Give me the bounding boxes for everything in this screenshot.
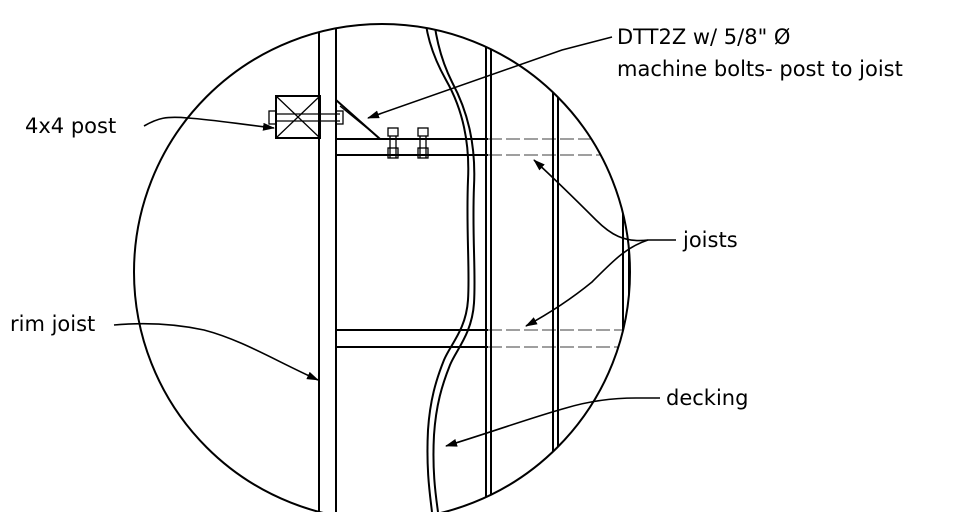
break-line-left	[423, 24, 470, 513]
post-x-2	[275, 95, 321, 139]
machine-bolt-1	[387, 127, 399, 159]
post-bolt-nut	[335, 110, 344, 125]
label-joists: joists	[682, 228, 738, 252]
detail-circle	[133, 23, 631, 517]
post-bolt-head	[268, 110, 277, 125]
machine-bolt-2	[417, 127, 429, 159]
break-line-right	[431, 24, 476, 513]
label-post: 4x4 post	[25, 114, 116, 138]
label-decking: decking	[666, 386, 748, 410]
framing-contents	[268, 24, 630, 513]
label-connector-line1: DTT2Z w/ 5/8" Ø	[617, 25, 790, 49]
leader-post	[143, 116, 275, 131]
dtt2z-inner-edge	[339, 105, 379, 138]
dtt2z-connector	[335, 97, 383, 140]
leader-joists-top	[533, 159, 676, 242]
leader-connector	[367, 36, 613, 119]
leader-rim-joist	[113, 322, 319, 381]
label-rim-joist: rim joist	[10, 312, 95, 336]
label-connector-line2: machine bolts- post to joist	[617, 57, 903, 81]
leader-joists-bottom	[525, 239, 649, 327]
leader-decking	[445, 397, 660, 447]
